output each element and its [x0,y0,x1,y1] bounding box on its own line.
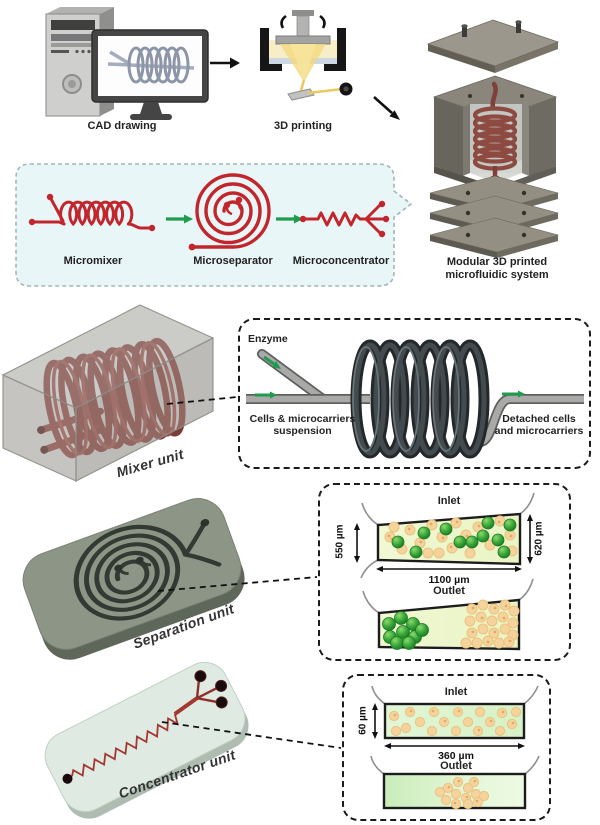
workflow-arrow-2 [373,96,400,120]
flow-arrows [255,355,525,399]
modular-system-icon [426,19,560,258]
conc-dim-360: 360 µm [438,750,474,762]
concentrator-inset-graphic [370,685,540,810]
micromixer-label: Micromixer [63,255,123,267]
mixer-outlet-line1: Detached cells [502,413,576,425]
inlet-cells [384,515,518,559]
sep-outlet-label: Outlet [433,585,465,597]
microconcentrator-label: Microconcentrator [292,255,390,267]
concentrator-inset: Inlet 60 µm 360 µm Outlet [342,674,551,821]
module-bubble [15,163,413,287]
outlet-cells [460,599,520,649]
modular-system-label-line2: microfluidic system [445,269,549,281]
printing-label: 3D printing [273,120,333,132]
modular-system-label: Modular 3D printed microfluidic system [417,256,577,282]
sep-dim-1100: 1100 µm [428,574,470,586]
enzyme-label: Enzyme [248,333,288,345]
mixer-unit-3d [1,304,215,482]
microconcentrator-icon [301,203,386,235]
sep-inlet-label: Inlet [437,495,461,507]
dimension-arrows [356,520,531,570]
mixer-outlet-line2: and microcarriers [494,425,584,437]
mixer-inset: Enzyme Cells & microcarriers suspension … [238,318,591,469]
mixer-outlet-label: Detached cells and microcarriers [489,413,589,437]
concentrator-unit-3d [44,661,249,819]
mixer-inlet-label: Cells & microcarriers suspension [240,413,365,437]
mixer-inlet-line1: Cells & microcarriers [249,413,356,425]
outlet-carriers [382,611,429,650]
workflow-arrow-1 [210,57,240,69]
cad-drawing-label: CAD drawing [87,120,157,132]
computer-cad-icon [45,7,209,120]
microseparator-label: Microseparator [193,255,273,267]
conc-outlet-label: Outlet [440,760,472,772]
separation-inset-graphic [354,492,535,651]
microseparator-icon [190,173,271,249]
mixer-inlet-line2: suspension [273,425,332,437]
conc-inlet-label: Inlet [444,686,468,698]
mixer-inset-graphic [246,339,584,459]
separation-inset: Inlet 550 µm 620 µm 1100 µm Outlet [318,483,571,661]
modular-system-label-line1: Modular 3D printed [446,256,548,268]
sep-dim-550: 550 µm [334,524,346,559]
conc-outlet-cells [434,776,490,810]
sep-dim-620: 620 µm [533,521,545,556]
printer-3d-icon [260,10,353,101]
conc-inlet-cells [388,706,522,737]
micromixer-icon [30,195,151,230]
separation-unit-3d [22,498,245,660]
conc-dim-60: 60 µm [357,706,369,735]
